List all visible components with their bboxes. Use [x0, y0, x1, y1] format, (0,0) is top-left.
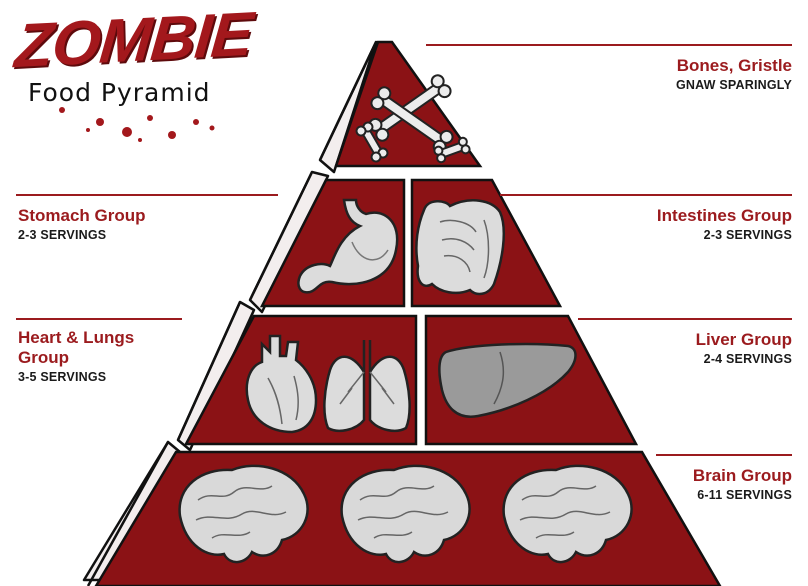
rule-brain — [656, 454, 792, 456]
label-intestines-note: 2-3 SERVINGS — [657, 228, 792, 242]
rule-liver — [578, 318, 792, 320]
label-stomach-name: Stomach Group — [18, 206, 146, 226]
rule-stomach — [16, 194, 278, 196]
label-brain: Brain Group 6-11 SERVINGS — [693, 466, 792, 502]
label-bones-name: Bones, Gristle — [676, 56, 792, 76]
label-liver-note: 2-4 SERVINGS — [696, 352, 792, 366]
label-brain-note: 6-11 SERVINGS — [693, 488, 792, 502]
rule-intestines — [500, 194, 792, 196]
label-intestines-name: Intestines Group — [657, 206, 792, 226]
label-intestines: Intestines Group 2-3 SERVINGS — [657, 206, 792, 242]
label-brain-name: Brain Group — [693, 466, 792, 486]
blood-splatter-icon — [59, 107, 215, 142]
label-liver-name: Liver Group — [696, 330, 792, 350]
label-bones-note: GNAW SPARINGLY — [676, 78, 792, 92]
label-liver: Liver Group 2-4 SERVINGS — [696, 330, 792, 366]
label-heart-lungs: Heart & Lungs Group 3-5 SERVINGS — [18, 328, 134, 384]
rule-heart-lungs — [16, 318, 182, 320]
label-bones: Bones, Gristle GNAW SPARINGLY — [676, 56, 792, 92]
label-stomach: Stomach Group 2-3 SERVINGS — [18, 206, 146, 242]
rule-bones — [426, 44, 792, 46]
label-heart-lungs-name-2: Group — [18, 348, 134, 368]
label-heart-lungs-note: 3-5 SERVINGS — [18, 370, 134, 384]
brain-icon — [180, 466, 632, 562]
label-stomach-note: 2-3 SERVINGS — [18, 228, 146, 242]
label-heart-lungs-name-1: Heart & Lungs — [18, 328, 134, 348]
intestines-icon — [416, 200, 503, 294]
